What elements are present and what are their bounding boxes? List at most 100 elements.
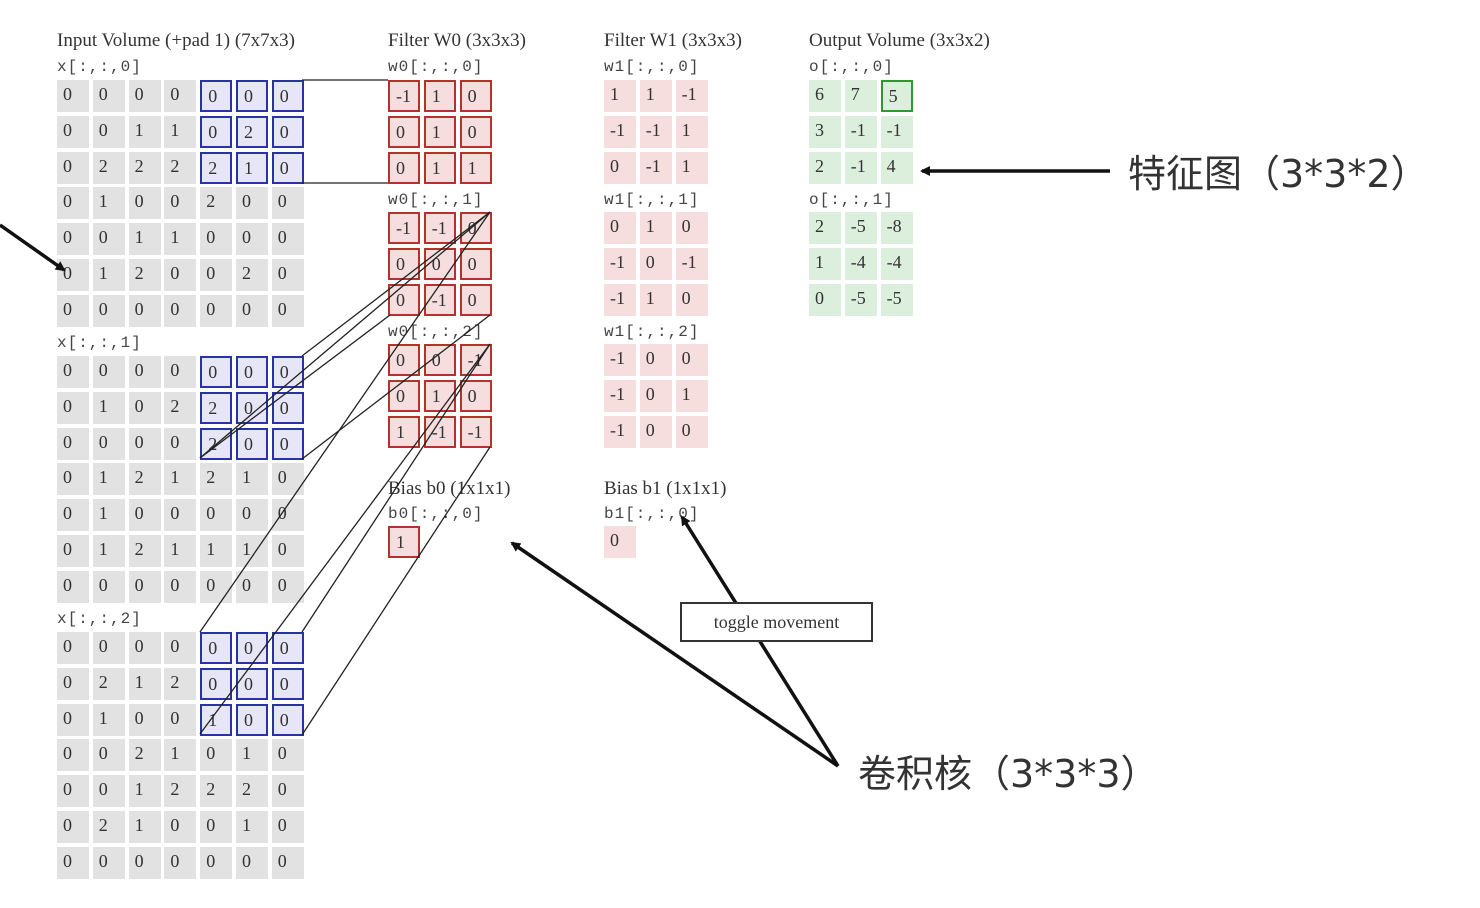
input-cell: 1: [128, 667, 161, 700]
input-cell: 0: [271, 739, 304, 772]
w0-cell: 0: [388, 379, 420, 412]
input-cell: 1: [164, 223, 197, 256]
toggle-movement-button[interactable]: toggle movement: [680, 602, 873, 642]
w1-cell: -1: [604, 415, 636, 448]
w0-cell: 1: [423, 80, 456, 112]
input-cell: 0: [271, 775, 304, 808]
input-window-cell: 0: [236, 391, 268, 424]
input-cell: 0: [92, 427, 125, 460]
input-cell: 1: [164, 115, 197, 148]
input-window-cell: 1: [200, 703, 233, 736]
input-cell: 0: [236, 223, 268, 256]
input-window-cell: 0: [236, 80, 268, 112]
input-cell: 2: [164, 151, 197, 184]
input-cell: 1: [92, 499, 125, 532]
input-cell: 1: [128, 811, 161, 843]
input-cell: 0: [164, 80, 197, 112]
w0-cell: 0: [459, 115, 492, 148]
input-cell: 0: [128, 80, 161, 112]
w1-cell: 1: [604, 80, 636, 112]
input-cell: 0: [57, 427, 89, 460]
input-cell: 0: [271, 259, 304, 291]
input-cell: 0: [92, 846, 125, 879]
output-cell: 0: [809, 283, 841, 316]
w1-cell: 0: [675, 212, 708, 244]
input-cell: 2: [164, 667, 197, 700]
w0-cell: -1: [388, 212, 420, 244]
input-cell: 1: [128, 775, 161, 808]
w1-cell: 1: [639, 212, 672, 244]
input-window-cell: 2: [200, 151, 233, 184]
input-cell: 0: [57, 811, 89, 843]
input-cell: 2: [128, 151, 161, 184]
w1-cell: 1: [639, 283, 672, 316]
w1-cell: 0: [639, 415, 672, 448]
b1-slice-label: b1[:,:,0]: [604, 505, 700, 523]
output-slice-label-1: o[:,:,1]: [809, 191, 894, 209]
input-cell: 0: [57, 499, 89, 532]
w0-cell: -1: [388, 80, 420, 112]
input-cell: 0: [271, 570, 304, 603]
input-cell: 1: [200, 535, 233, 567]
input-cell: 0: [92, 294, 125, 327]
input-cell: 0: [128, 632, 161, 664]
bias-b0-title: Bias b0 (1x1x1): [388, 478, 511, 499]
input-cell: 1: [236, 535, 268, 567]
w0-slice-label-0: w0[:,:,0]: [388, 58, 484, 76]
output-cell: 2: [809, 212, 841, 244]
input-cell: 0: [271, 294, 304, 327]
input-window-cell: 0: [236, 356, 268, 388]
input-cell: 0: [164, 356, 197, 388]
input-cell: 0: [164, 427, 197, 460]
output-cell: 6: [809, 80, 841, 112]
input-cell: 0: [236, 187, 268, 220]
input-cell: 0: [164, 811, 197, 843]
w1-slice-label-2: w1[:,:,2]: [604, 323, 700, 341]
w0-cell: -1: [423, 415, 456, 448]
input-cell: 0: [200, 259, 233, 291]
input-cell: 0: [200, 570, 233, 603]
w0-cell: 1: [423, 115, 456, 148]
w1-cell: 0: [639, 379, 672, 412]
input-cell: 0: [236, 499, 268, 532]
input-cell: 2: [128, 463, 161, 496]
input-cell: 0: [164, 570, 197, 603]
input-volume-title: Input Volume (+pad 1) (7x7x3): [57, 30, 295, 51]
output-cell: -4: [880, 247, 913, 280]
output-cell: 2: [809, 151, 841, 184]
w1-cell: 0: [639, 247, 672, 280]
input-window-cell: 0: [271, 115, 304, 148]
bias-b1-cell: 0: [604, 526, 636, 558]
input-cell: 2: [200, 187, 233, 220]
input-pointer-arrow: [0, 223, 66, 272]
w1-cell: 1: [639, 80, 672, 112]
w0-slice-label-2: w0[:,:,2]: [388, 323, 484, 341]
input-window-cell: 0: [271, 632, 304, 664]
input-cell: 0: [200, 294, 233, 327]
w0-cell: 0: [459, 247, 492, 280]
input-cell: 0: [92, 632, 125, 664]
w0-cell: 1: [459, 151, 492, 184]
input-cell: 2: [236, 775, 268, 808]
input-window-cell: 2: [236, 115, 268, 148]
w0-cell: -1: [423, 283, 456, 316]
feature-map-annotation: 特征图（3*3*2）: [1128, 152, 1429, 196]
input-cell: 0: [57, 632, 89, 664]
input-cell: 1: [92, 259, 125, 291]
input-cell: 0: [92, 570, 125, 603]
w1-cell: 1: [675, 379, 708, 412]
filter-w0-title: Filter W0 (3x3x3): [388, 30, 526, 51]
w0-cell: 1: [388, 415, 420, 448]
input-window-cell: 0: [236, 632, 268, 664]
input-cell: 2: [164, 775, 197, 808]
input-slice-label-1: x[:,:,1]: [57, 334, 142, 352]
input-cell: 0: [57, 535, 89, 567]
filter-w1-title: Filter W1 (3x3x3): [604, 30, 742, 51]
input-window-cell: 0: [236, 703, 268, 736]
input-cell: 1: [236, 463, 268, 496]
input-cell: 0: [271, 463, 304, 496]
w1-cell: 0: [675, 415, 708, 448]
input-cell: 0: [57, 259, 89, 291]
w1-cell: -1: [639, 151, 672, 184]
input-window-cell: 0: [200, 80, 233, 112]
